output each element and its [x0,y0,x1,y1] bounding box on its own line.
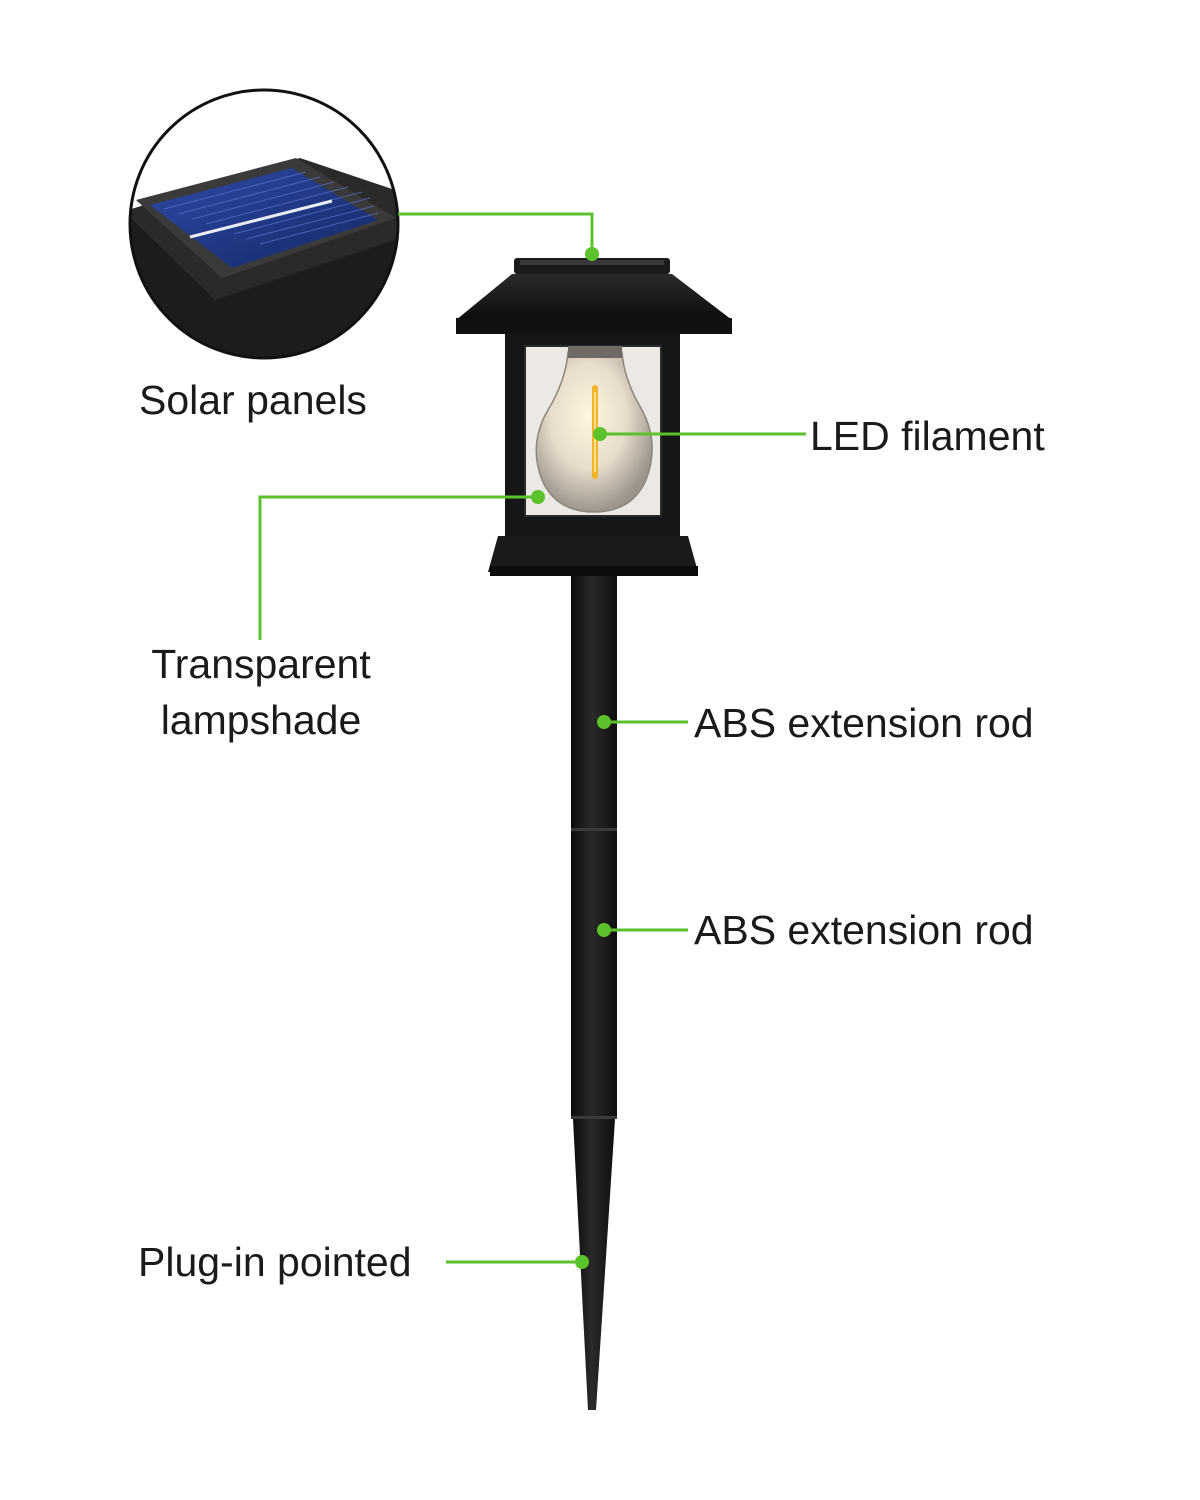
label-solar-panels: Solar panels [139,377,367,423]
callout-line-lampshade [258,495,538,640]
callout-dot-rod-upper [597,715,611,729]
label-plug-in-pointed: Plug-in pointed [138,1239,412,1285]
stake [571,576,617,1410]
callout-dot-solar-panels [585,247,599,261]
extension-rod-upper [571,576,617,828]
lantern-base [488,536,698,572]
pointed-spike [573,1119,615,1410]
callout-line-solar-panels [398,212,594,254]
callout-dot-rod-lower [597,923,611,937]
extension-rod-lower [571,831,617,1117]
solar-panel-inset [128,88,400,360]
label-transparent-lampshade: Transparent lampshade [130,636,392,748]
label-transparent-lampshade-line1: Transparent [151,641,371,687]
label-transparent-lampshade-line2: lampshade [160,697,362,743]
callout-dots [531,247,611,1269]
callout-dot-plug-in [575,1255,589,1269]
label-abs-rod-lower: ABS extension rod [694,907,1034,953]
label-led-filament: LED filament [810,413,1045,459]
callout-dot-led-filament [593,427,607,441]
callout-dot-lampshade [531,490,545,504]
callouts [258,212,806,1264]
label-abs-rod-upper: ABS extension rod [694,700,1034,746]
solar-lantern [456,258,732,576]
lantern-roof [456,274,732,320]
